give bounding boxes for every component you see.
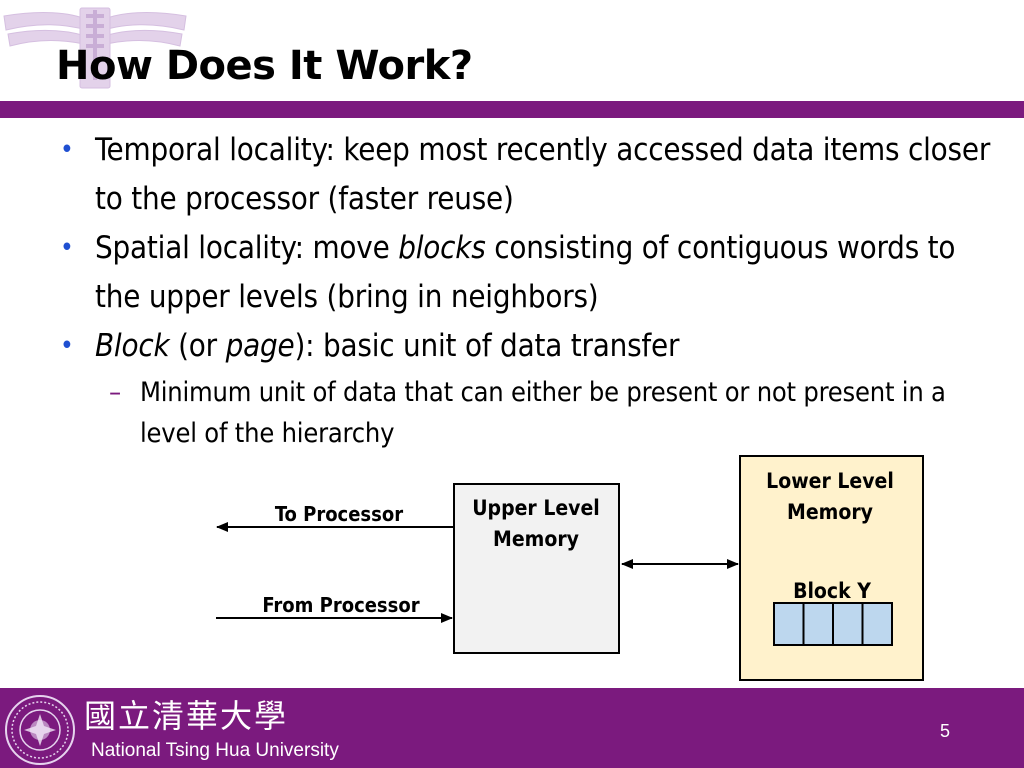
sub-bullet-glyph: – [109, 377, 121, 408]
bullet-glyph: • [60, 331, 74, 361]
block-word-cell [802, 602, 834, 646]
bullet-block-definition: • Block (or page): basic unit of data tr… [56, 322, 996, 371]
sub-bullet-text: Minimum unit of data that can either be … [140, 377, 946, 449]
sub-bullet-minimum-unit: – Minimum unit of data that can either b… [56, 372, 996, 454]
page-number: 5 [940, 721, 951, 741]
block-y-label: Block Y [793, 579, 871, 603]
university-name-chinese: 國立清華大學 [84, 697, 289, 735]
bullet-text-part: consisting of contiguous words to the up… [95, 230, 956, 315]
bullet-list: • Temporal locality: keep most recently … [56, 126, 996, 454]
bullet-text: Temporal locality: keep most recently ac… [95, 132, 991, 217]
block-word-cell [861, 602, 893, 646]
bullet-text-emphasis: Block [95, 328, 170, 364]
bullet-text-part: (or [169, 328, 226, 364]
upper-level-memory-box [453, 483, 620, 654]
to-processor-label: To Processor [275, 502, 403, 526]
bullet-text-part: ): basic unit of data transfer [294, 328, 680, 364]
bullet-temporal-locality: • Temporal locality: keep most recently … [56, 126, 996, 224]
upper-level-label-line1: Upper Level [472, 496, 600, 520]
block-word-cell [773, 602, 805, 646]
nthu-logo-icon [3, 7, 187, 89]
lower-level-label-line1: Lower Level [766, 469, 894, 493]
lower-level-label-line2: Memory [787, 500, 873, 524]
block-word-cell [832, 602, 864, 646]
bullet-text-emphasis: page [225, 328, 295, 364]
upper-level-label-line2: Memory [493, 527, 579, 551]
bullet-text-part: Spatial locality: move [95, 230, 399, 266]
from-processor-label: From Processor [262, 593, 419, 617]
university-name-english: National Tsing Hua University [91, 740, 339, 761]
bullet-spatial-locality: • Spatial locality: move blocks consisti… [56, 224, 996, 322]
nthu-seal-icon [5, 695, 75, 765]
bullet-glyph: • [60, 233, 74, 263]
title-divider-bar [0, 101, 1024, 118]
slide-title: How Does It Work? [56, 43, 473, 89]
bullet-text-emphasis: blocks [398, 230, 486, 266]
block-y [773, 602, 893, 646]
footer-bar: 國立清華大學 National Tsing Hua University 5 [0, 688, 1024, 768]
bullet-glyph: • [60, 135, 74, 165]
